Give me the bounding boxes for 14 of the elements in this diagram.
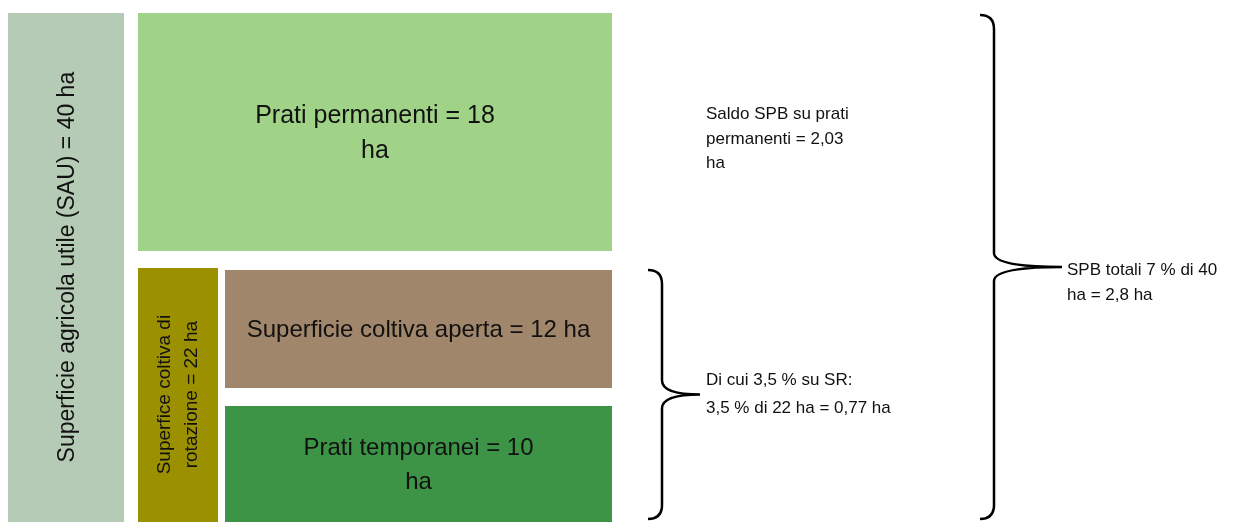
area-label: Superficie agricola utile (SAU) = 40 ha xyxy=(51,70,80,465)
area-label: Superfice coltiva di rotazione = 22 ha xyxy=(152,314,202,477)
area-block xyxy=(138,268,218,522)
annotation-text: 3,5 % di 22 ha = 0,77 ha xyxy=(706,397,892,419)
area-label: Superficie coltiva aperta = 12 ha xyxy=(245,314,592,345)
area-block xyxy=(225,270,612,388)
area-block xyxy=(225,406,612,522)
area-block xyxy=(138,13,612,251)
annotation-text: Saldo SPB su prati permanenti = 2,03 ha xyxy=(706,103,850,175)
annotation-text: SPB totali 7 % di 40 ha = 2,8 ha xyxy=(1067,259,1219,306)
area-label: Prati permanenti = 18 ha xyxy=(254,99,496,165)
annotation-text: Di cui 3,5 % su SR: xyxy=(706,369,854,391)
area-label: Prati temporanei = 10 ha xyxy=(302,432,535,496)
area-block xyxy=(8,13,124,522)
